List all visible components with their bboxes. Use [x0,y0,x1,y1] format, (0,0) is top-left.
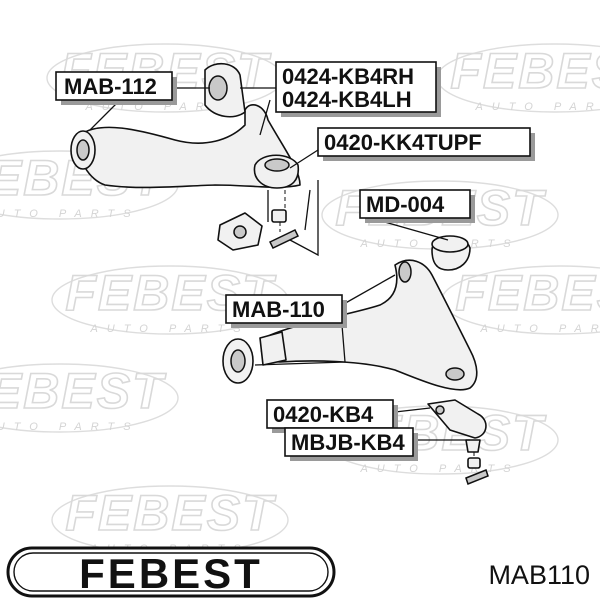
watermark-brand: FEBEST [450,43,600,99]
callout-text: MD-004 [366,192,445,217]
callout-md-004: MD-004 [359,189,475,223]
watermark-mark: FEBEST AUTO PARTS [436,42,600,113]
watermark-brand: FEBEST [455,265,600,321]
callout-text: 0420-KB4 [273,402,374,427]
callout-mab-112: MAB-112 [55,71,177,105]
watermark-tagline: AUTO PARTS [479,323,600,335]
dust-cover-part [431,235,471,271]
callout-text: 0420-KK4TUPF [324,130,482,155]
lower-ball-joint-parts [427,399,489,485]
callout-layer: MAB-112 0424-KB4RH 0424-KB4LH 0420-KK4TU… [55,61,535,461]
watermark-brand: FEBEST [0,363,167,419]
callout-text: 0424-KB4RH [282,64,414,89]
upper-ball-joint-parts [217,190,300,251]
part-number: MAB110 [488,560,590,590]
footer-logo: FEBEST [6,546,336,598]
watermark-mark: FEBEST AUTO PARTS [441,264,600,335]
watermark-tagline: AUTO PARTS [474,101,600,113]
callout-text: 0424-KB4LH [282,87,412,112]
watermark-tagline: AUTO PARTS [0,421,140,433]
watermark-tagline: AUTO PARTS [89,323,249,335]
callout-mbjb-kb4: MBJB-KB4 [284,427,418,461]
watermark-tagline: AUTO PARTS [359,463,519,475]
callout-text: MBJB-KB4 [291,430,405,455]
callout-text: MAB-112 [64,74,157,99]
footer-brand-text: FEBEST [79,550,263,597]
callout-0424-kb4rh: 0424-KB4RH 0424-KB4LH [275,61,441,117]
callout-text: MAB-110 [232,297,325,322]
watermark-brand: FEBEST [65,485,277,541]
upper-control-arm [70,62,301,189]
callout-0420-kk4tupf: 0420-KK4TUPF [317,127,535,161]
callout-mab-110: MAB-110 [225,294,347,328]
lower-control-arm [222,259,478,391]
watermark-mark: FEBEST AUTO PARTS [0,362,179,433]
watermark-tagline: AUTO PARTS [0,208,140,220]
